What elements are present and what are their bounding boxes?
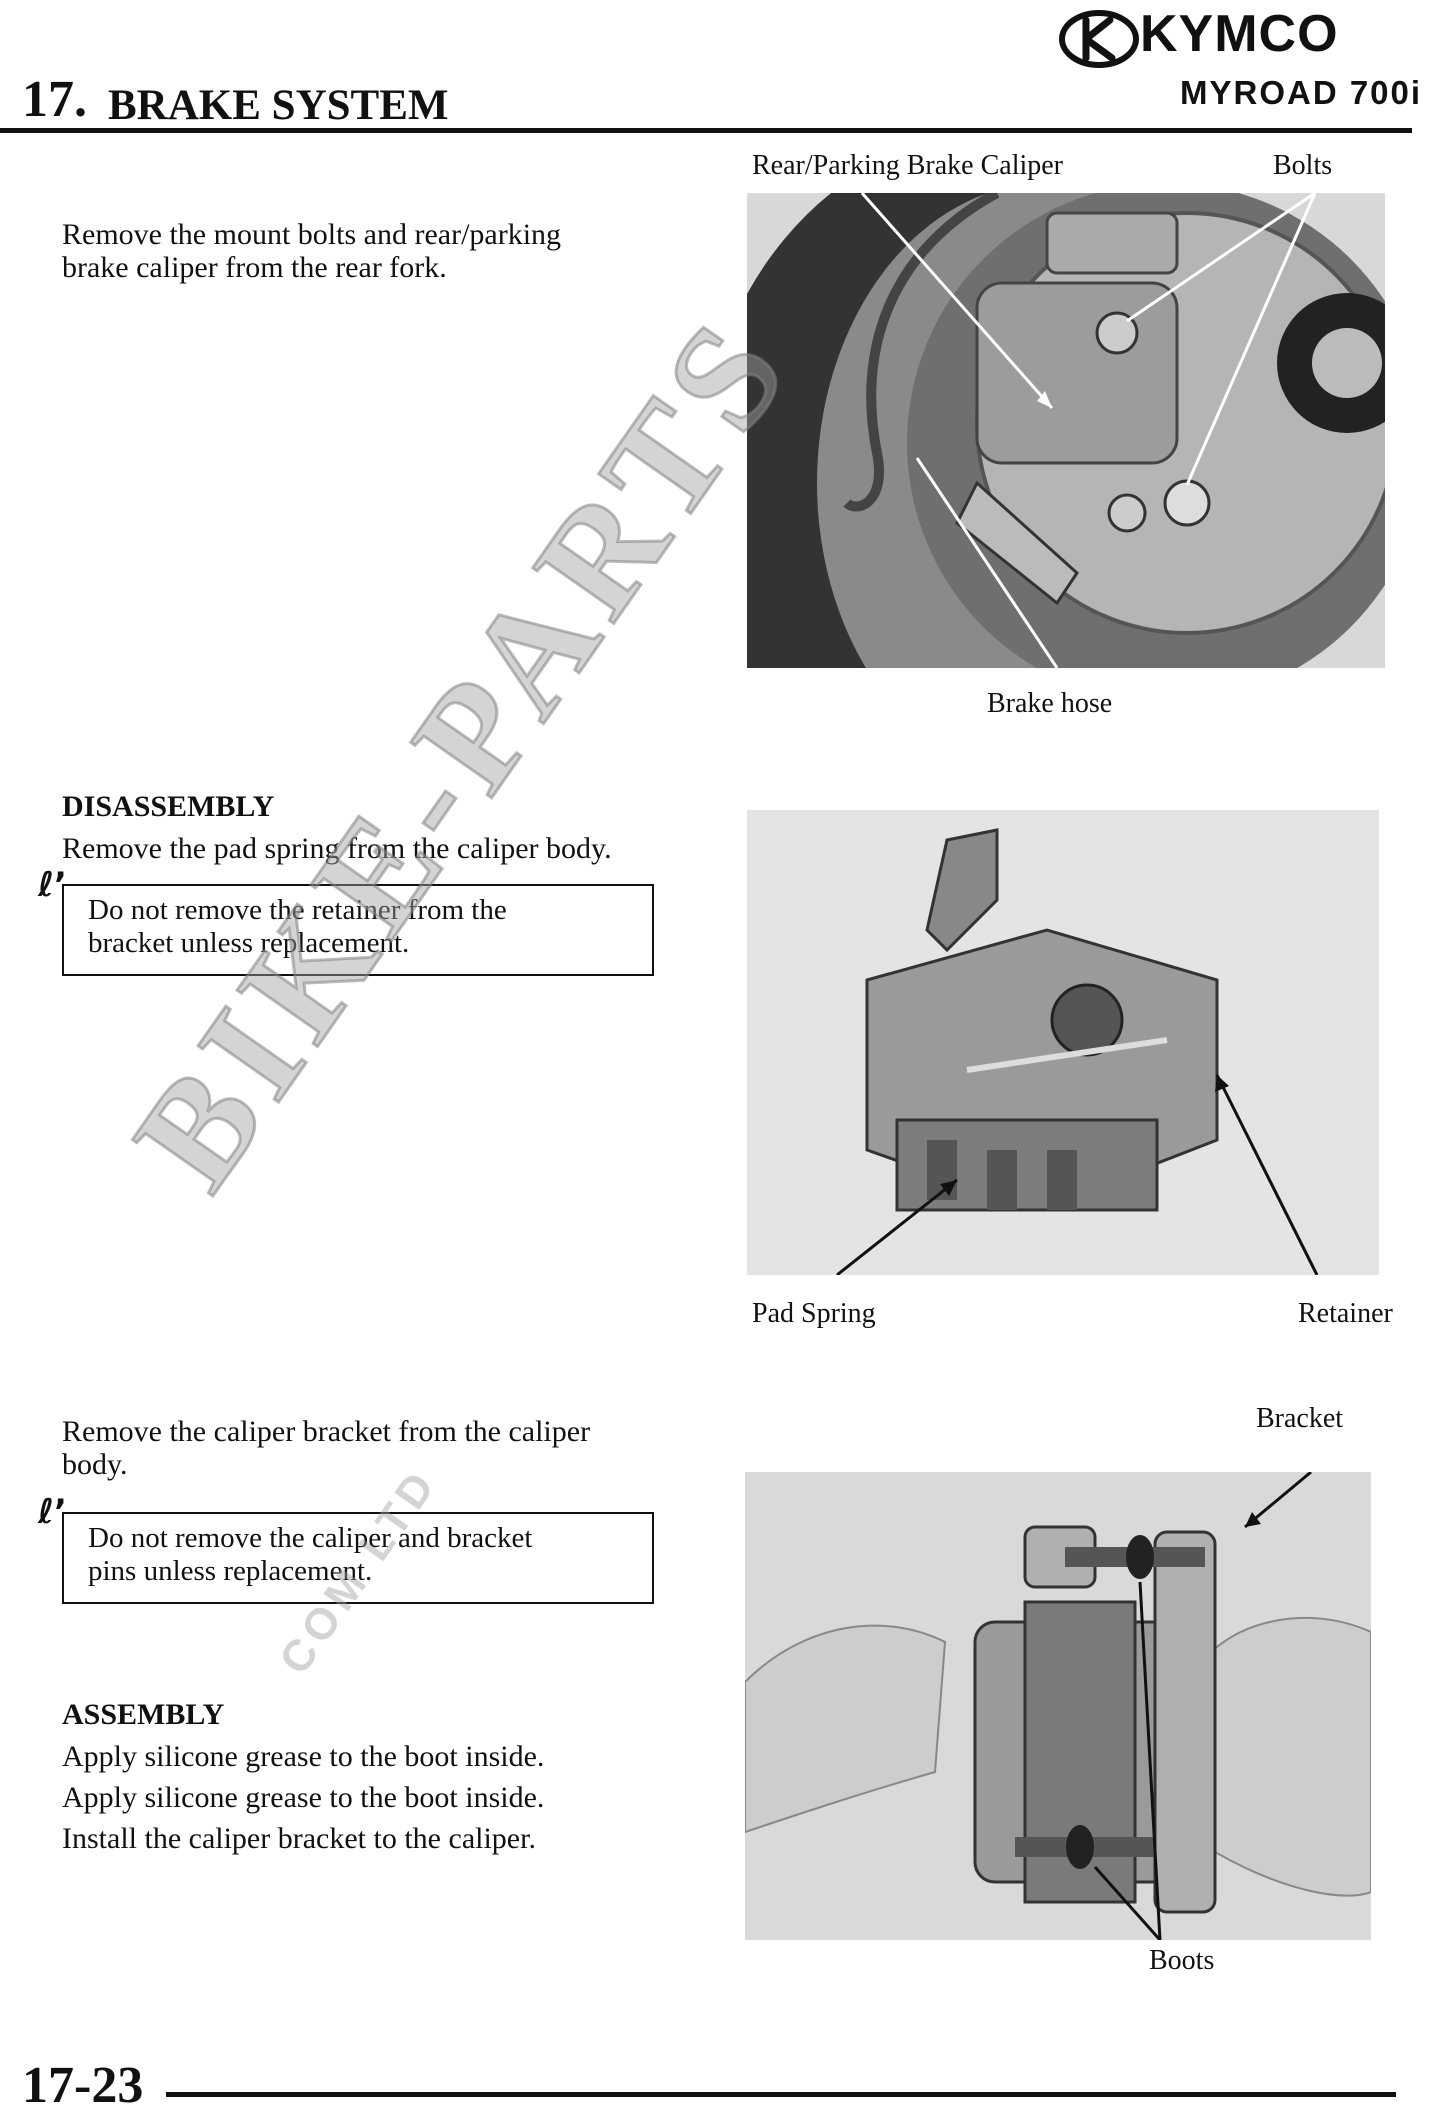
photo-caliper-bracket-removal: [745, 1472, 1371, 1940]
section2-text: Remove the pad spring from the caliper b…: [62, 832, 612, 865]
chapter-number: 17.: [22, 71, 87, 128]
section3-text-line1: Remove the caliper bracket from the cali…: [62, 1415, 591, 1448]
label-bolts: Bolts: [1273, 150, 1333, 181]
watermark: BIKE-PARTS: [101, 284, 825, 1218]
caution-box-retainer: Do not remove the retainer from the brac…: [62, 884, 654, 976]
header-rule: [0, 128, 1412, 133]
label-bracket: Bracket: [1256, 1403, 1344, 1434]
label-brake-hose: Brake hose: [987, 688, 1113, 719]
heading-assembly: ASSEMBLY: [62, 1698, 225, 1731]
label-retainer: Retainer: [1298, 1298, 1393, 1329]
model-name: MYROAD 700i: [1180, 74, 1423, 111]
label-pad-spring: Pad Spring: [752, 1298, 876, 1329]
brand-name: KYMCO: [1140, 5, 1339, 63]
section1-text-line2: brake caliper from the rear fork.: [62, 251, 447, 284]
label-rear-parking-brake-caliper: Rear/Parking Brake Caliper: [752, 150, 1064, 181]
kymco-logo-icon: [1059, 10, 1139, 68]
caution-retainer-line1: Do not remove the retainer from the: [88, 894, 507, 926]
heading-disassembly: DISASSEMBLY: [62, 790, 275, 823]
section1-text-line1: Remove the mount bolts and rear/parking: [62, 218, 562, 251]
section3-text-line2: body.: [62, 1448, 128, 1481]
chapter-title: BRAKE SYSTEM: [108, 82, 449, 129]
assembly-line3: Install the caliper bracket to the calip…: [62, 1822, 536, 1855]
caution-pins-line1: Do not remove the caliper and bracket: [88, 1522, 533, 1554]
caution-box-pins: Do not remove the caliper and bracket pi…: [62, 1512, 654, 1604]
photo-rear-caliper-on-wheel: [747, 193, 1385, 668]
assembly-line2: Apply silicone grease to the boot inside…: [62, 1781, 545, 1814]
page-number: 17-23: [22, 2057, 144, 2114]
assembly-line1: Apply silicone grease to the boot inside…: [62, 1740, 545, 1773]
photo-caliper-pad-spring: [747, 810, 1379, 1275]
caution-pins-line2: pins unless replacement.: [88, 1555, 373, 1587]
caution-retainer-line2: bracket unless replacement.: [88, 927, 410, 959]
label-boots: Boots: [1149, 1945, 1215, 1976]
footer-rule: [166, 2092, 1396, 2097]
